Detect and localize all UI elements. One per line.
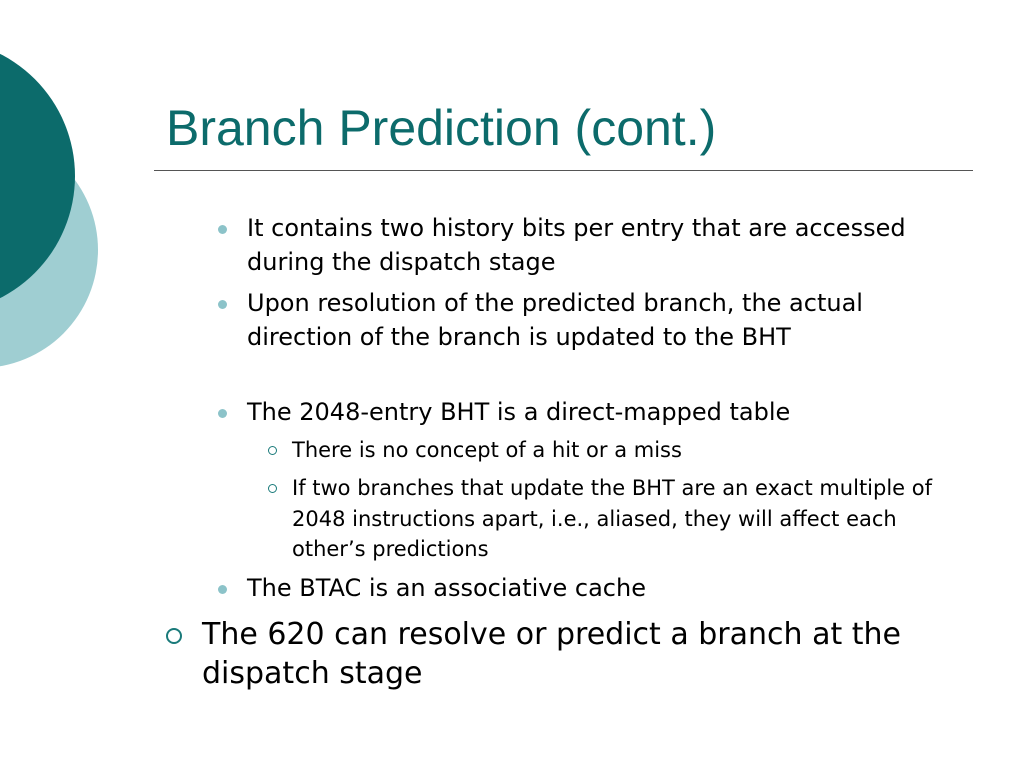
bullet-history-bits: It contains two history bits per entry t… <box>218 211 937 279</box>
bullet-text: Upon resolution of the predicted branch,… <box>247 289 863 351</box>
sub-bullet-circle-icon <box>268 446 277 455</box>
bullet-dot-icon <box>218 300 227 309</box>
sub-bullet-text: There is no concept of a hit or a miss <box>292 438 682 462</box>
dark-teal-circle <box>0 53 75 299</box>
bullet-text: The BTAC is an associative cache <box>247 574 646 602</box>
sub-bullet-no-hit-miss: There is no concept of a hit or a miss <box>268 435 952 466</box>
sub-bullet-aliased: If two branches that update the BHT are … <box>268 473 952 565</box>
sub-bullet-circle-icon <box>268 484 277 493</box>
title-divider <box>154 170 973 171</box>
bullet-text: The 2048-entry BHT is a direct-mapped ta… <box>247 398 791 426</box>
slide-title: Branch Prediction (cont.) <box>166 100 717 156</box>
bullet-text: It contains two history bits per entry t… <box>247 214 906 276</box>
main-bullet-circle-icon <box>166 628 182 644</box>
bullet-dot-icon <box>218 585 227 594</box>
bullet-resolution: Upon resolution of the predicted branch,… <box>218 286 937 354</box>
main-bullet-text: The 620 can resolve or predict a branch … <box>202 617 901 691</box>
decorative-circles <box>0 53 98 367</box>
main-bullet-620: The 620 can resolve or predict a branch … <box>166 615 982 693</box>
sub-bullet-text: If two branches that update the BHT are … <box>292 476 933 561</box>
bullet-dot-icon <box>218 225 227 234</box>
bullet-bht-table: The 2048-entry BHT is a direct-mapped ta… <box>218 395 937 429</box>
bullet-dot-icon <box>218 409 227 418</box>
bullet-btac: The BTAC is an associative cache <box>218 571 937 605</box>
